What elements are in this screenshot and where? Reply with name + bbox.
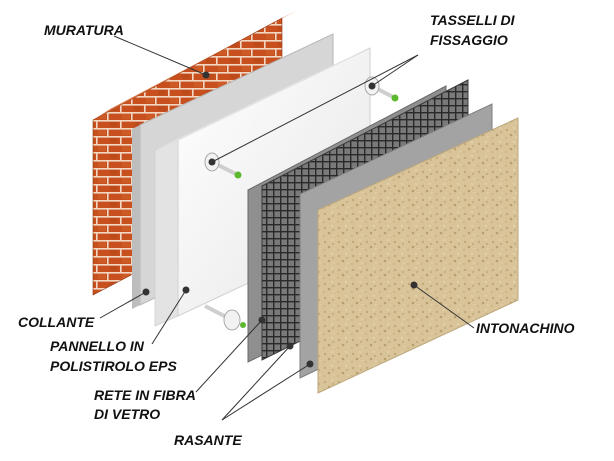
leader-tasselli-2 — [371, 54, 419, 87]
label-muratura: MURATURA — [44, 22, 124, 38]
leader-rete — [195, 319, 263, 393]
leader-muratura — [113, 35, 207, 76]
eps-panel-top — [155, 48, 370, 150]
leader-collante — [99, 291, 147, 319]
finish-render-layer — [317, 117, 519, 394]
leader-rasante-1 — [221, 345, 291, 421]
label-collante: COLLANTE — [18, 314, 95, 330]
label-rete-line2: DI VETRO — [94, 406, 161, 422]
label-intonachino: INTONACHINO — [476, 320, 575, 336]
label-rasante: RASANTE — [174, 432, 242, 448]
leader-pannello — [151, 289, 187, 345]
eps-panel-edge — [154, 139, 179, 327]
leader-lines — [99, 35, 475, 421]
label-rete-line1: RETE IN FIBRA — [94, 387, 196, 403]
leader-intonachino — [413, 284, 475, 329]
label-pannello-line1: PANNELLO IN — [50, 338, 144, 354]
label-tasselli-line1: TASSELLI DI — [430, 12, 515, 28]
leader-dots — [142, 71, 418, 368]
leader-tasselli-1 — [211, 54, 419, 163]
label-tasselli-line2: FISSAGGIO — [430, 32, 508, 48]
leader-rasante-2 — [221, 363, 311, 421]
anchor-dowel-icon — [204, 304, 246, 331]
adhesive-layer-edge — [132, 125, 140, 309]
label-pannello-line2: POLISTIROLO EPS — [50, 358, 177, 374]
